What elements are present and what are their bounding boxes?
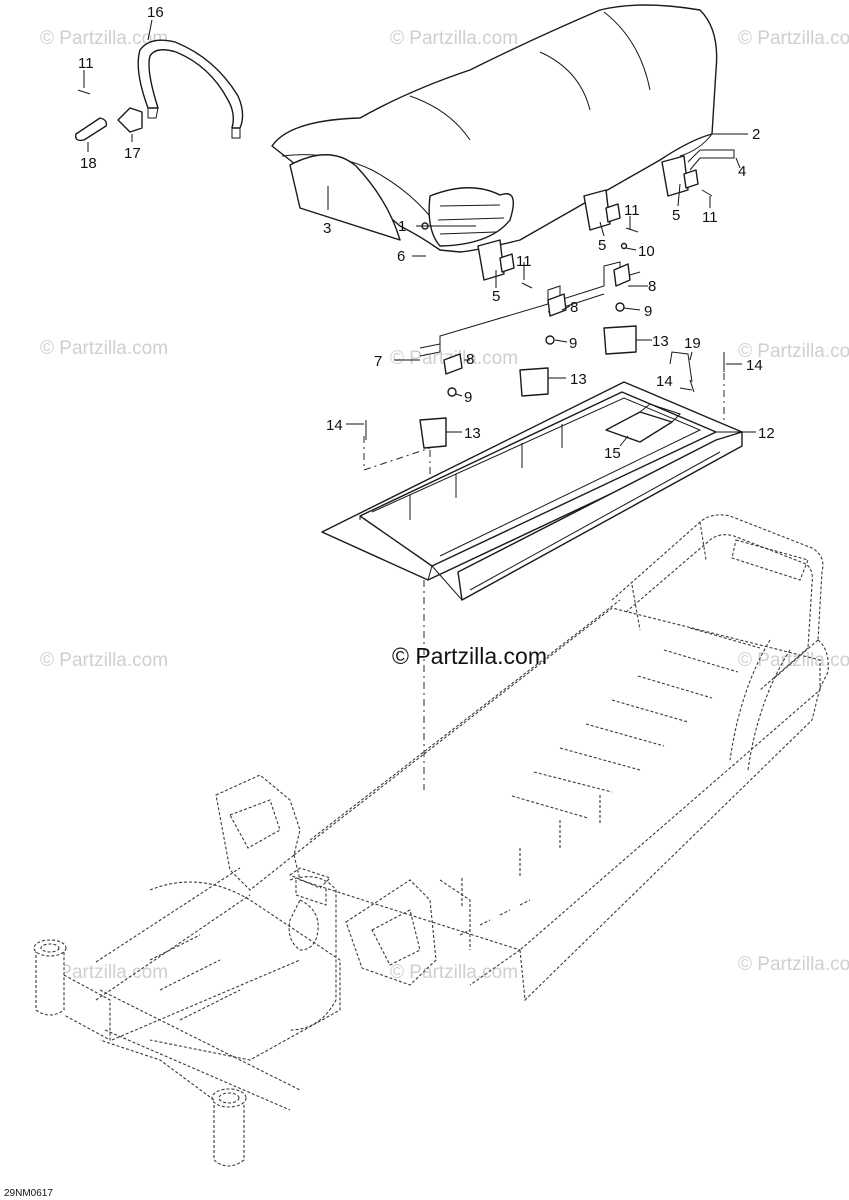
callout-18: 18 <box>80 155 97 172</box>
callout-11: 11 <box>702 209 718 226</box>
callout-5: 5 <box>598 237 606 254</box>
callout-19: 19 <box>684 335 701 352</box>
callout-13: 13 <box>570 371 587 388</box>
latch-rod <box>419 261 641 349</box>
callout-11: 11 <box>78 55 94 72</box>
callout-8: 8 <box>466 351 474 368</box>
callout-11: 11 <box>624 202 640 219</box>
callout-13: 13 <box>652 333 669 350</box>
callout-9: 9 <box>464 389 472 406</box>
latch-clip-group <box>419 263 637 449</box>
callout-12: 12 <box>758 425 775 442</box>
callout-5: 5 <box>672 207 680 224</box>
callout-6: 6 <box>397 248 405 265</box>
callout-16: 16 <box>147 4 164 21</box>
callout-14: 14 <box>326 417 343 434</box>
callout-17: 17 <box>124 145 141 162</box>
leader-group <box>83 19 756 447</box>
callout-group: 16 11 17 18 2 4 3 1 5 11 11 5 10 6 11 5 … <box>78 4 775 462</box>
callout-4: 4 <box>738 163 746 180</box>
alignment-line <box>363 436 431 471</box>
callout-2: 2 <box>752 126 760 143</box>
callout-15: 15 <box>604 445 621 462</box>
callout-3: 3 <box>323 220 331 237</box>
callout-9: 9 <box>644 303 652 320</box>
callout-14: 14 <box>656 373 673 390</box>
main-watermark: © Partzilla.com <box>392 643 547 669</box>
strap-bracket <box>117 107 143 133</box>
chassis-frame <box>33 514 829 1167</box>
watermark: © Partzilla.com <box>738 954 849 975</box>
callout-14: 14 <box>746 357 763 374</box>
callout-8: 8 <box>648 278 656 295</box>
clip <box>74 117 108 142</box>
watermark-group: © Partzilla.com © Partzilla.com © Partzi… <box>40 28 849 983</box>
callout-8: 8 <box>570 299 578 316</box>
strap <box>137 39 244 139</box>
callout-11: 11 <box>516 253 532 270</box>
diagram-code: 29NM0617 <box>4 1188 53 1199</box>
callout-9: 9 <box>569 335 577 352</box>
cable <box>687 149 735 171</box>
watermark: © Partzilla.com <box>40 28 168 49</box>
watermark: © Partzilla.com <box>738 28 849 49</box>
callout-10: 10 <box>638 243 655 260</box>
watermark: © Partzilla.com <box>390 28 518 49</box>
callout-7: 7 <box>374 353 382 370</box>
callout-5: 5 <box>492 288 500 305</box>
watermark: © Partzilla.com <box>40 962 168 983</box>
watermark: © Partzilla.com <box>40 650 168 671</box>
storage-pan <box>321 381 743 601</box>
watermark: © Partzilla.com <box>738 341 849 362</box>
watermark: © Partzilla.com <box>738 650 849 671</box>
watermark: © Partzilla.com <box>40 338 168 359</box>
callout-13: 13 <box>464 425 481 442</box>
callout-1: 1 <box>398 218 406 235</box>
hinge-group <box>477 155 699 281</box>
watermark: © Partzilla.com <box>390 962 518 983</box>
